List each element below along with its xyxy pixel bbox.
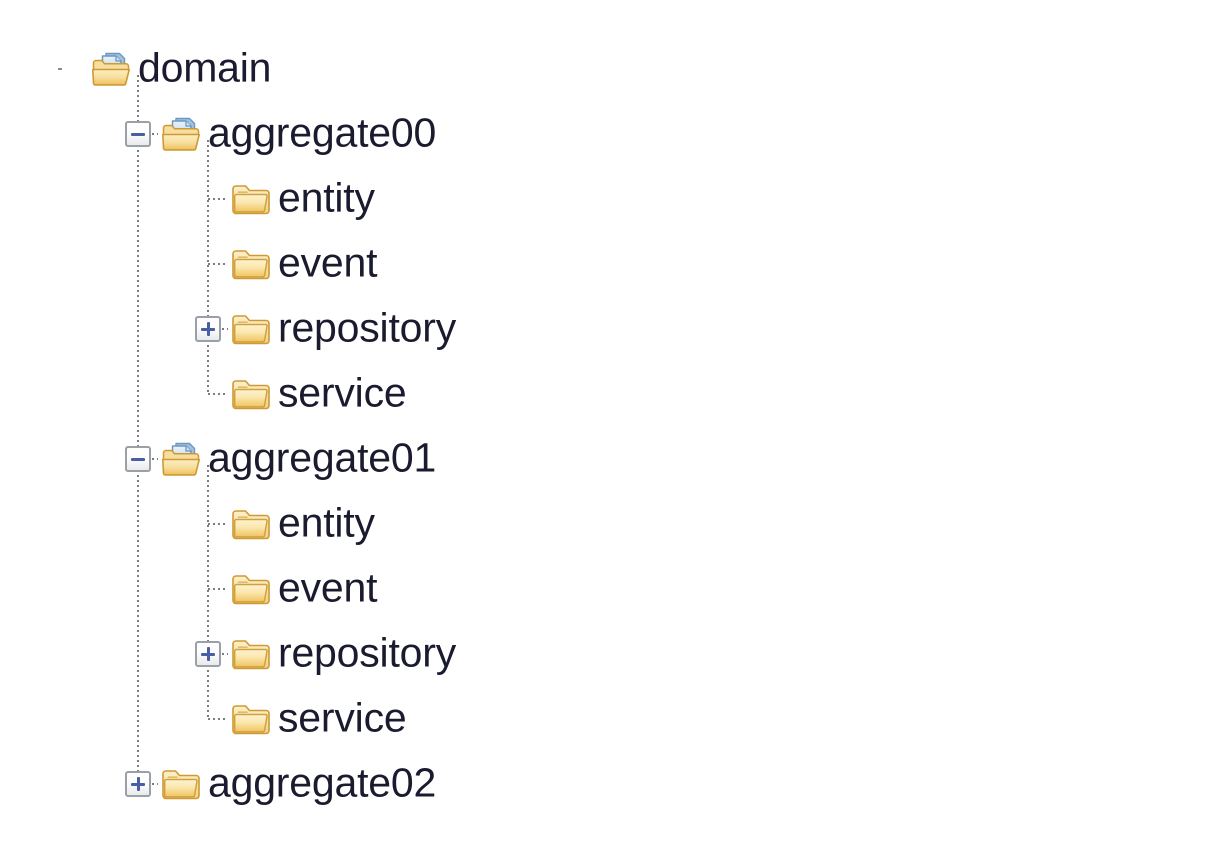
tree-row[interactable]	[0, 166, 1208, 231]
tree-guide-horizontal	[208, 262, 228, 265]
folder-icon[interactable]	[230, 700, 272, 738]
folder-icon[interactable]	[230, 570, 272, 608]
tree-node-label[interactable]: entity	[278, 499, 375, 546]
package-folder-icon[interactable]	[90, 50, 132, 88]
tree-guide-horizontal	[222, 652, 228, 655]
tree-node-label[interactable]: event	[278, 239, 378, 286]
tree-guide-horizontal	[152, 457, 158, 460]
expand-toggle-plus[interactable]	[125, 770, 151, 797]
collapse-toggle-minus[interactable]	[125, 445, 151, 472]
tree-guide-horizontal	[222, 327, 228, 330]
tree-guide-horizontal	[208, 197, 228, 200]
tree-row[interactable]	[0, 296, 1208, 361]
tree-node-label[interactable]: aggregate02	[208, 759, 437, 806]
tree-guide-vertical	[137, 74, 139, 784]
tree-node-label[interactable]: event	[278, 564, 378, 611]
tree-node-label[interactable]: service	[278, 694, 407, 741]
tree-node-label[interactable]: aggregate00	[208, 109, 437, 156]
tree-row[interactable]	[0, 361, 1208, 426]
package-folder-icon[interactable]	[160, 440, 202, 478]
tree-node-label[interactable]: aggregate01	[208, 434, 437, 481]
folder-icon[interactable]	[230, 505, 272, 543]
folder-icon[interactable]	[230, 180, 272, 218]
tree-node-label[interactable]: domain	[138, 44, 272, 91]
expand-toggle-plus[interactable]	[195, 315, 221, 342]
tree-row[interactable]	[0, 556, 1208, 621]
expand-toggle-plus[interactable]	[195, 640, 221, 667]
tree-guide-vertical	[207, 139, 209, 394]
tree-node-label[interactable]: entity	[278, 174, 375, 221]
folder-icon[interactable]	[230, 310, 272, 348]
folder-icon[interactable]	[230, 245, 272, 283]
tree-row[interactable]	[0, 621, 1208, 686]
tree-node-label[interactable]: service	[278, 369, 407, 416]
tree-guide-vertical	[207, 464, 209, 719]
folder-icon[interactable]	[230, 635, 272, 673]
folder-icon[interactable]	[230, 375, 272, 413]
tree-guide-horizontal	[208, 522, 228, 525]
tree-guide-horizontal	[208, 717, 228, 720]
tree-node-label[interactable]: repository	[278, 304, 457, 351]
tree-row[interactable]	[0, 491, 1208, 556]
tree-node-label[interactable]: repository	[278, 629, 457, 676]
tree-guide-horizontal	[152, 132, 158, 135]
tree-guide-horizontal	[208, 587, 228, 590]
tree-guide-stub	[58, 67, 62, 70]
tree-row[interactable]	[0, 686, 1208, 751]
folder-icon[interactable]	[160, 765, 202, 803]
collapse-toggle-minus[interactable]	[125, 120, 151, 147]
tree-guide-horizontal	[208, 392, 228, 395]
tree-row[interactable]	[0, 231, 1208, 296]
tree-guide-horizontal	[152, 782, 158, 785]
package-folder-icon[interactable]	[160, 115, 202, 153]
